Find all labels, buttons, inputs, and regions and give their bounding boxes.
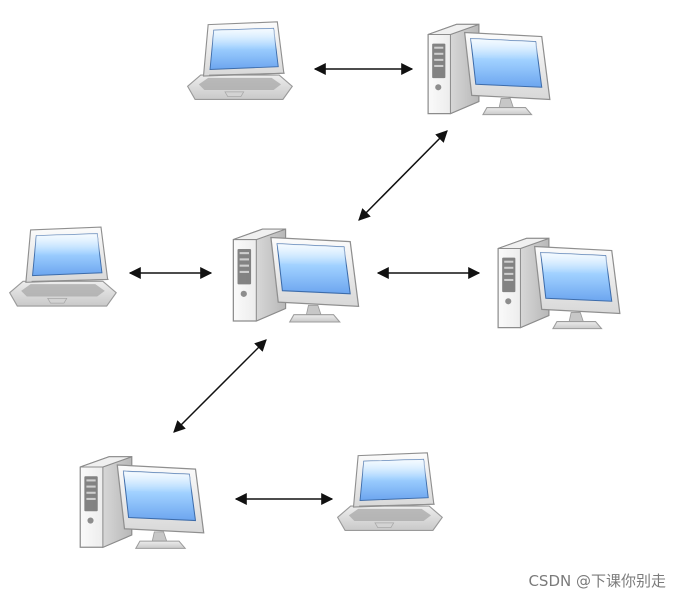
desktop-top-right	[427, 23, 551, 116]
connection-desktop-top-right-desktop-center	[358, 130, 448, 221]
laptop-bottom-right	[337, 452, 443, 531]
laptop-top-left	[187, 21, 293, 100]
desktop-middle-right	[497, 237, 621, 330]
desktop-center	[232, 228, 360, 323]
desktop-bottom-left	[79, 456, 205, 549]
connection-desktop-center-desktop-bottom-left	[173, 339, 267, 433]
connection-lines	[128, 63, 481, 505]
network-nodes	[9, 21, 621, 549]
watermark-text: CSDN @下课你别走	[528, 572, 666, 590]
laptop-middle-left	[9, 226, 117, 307]
